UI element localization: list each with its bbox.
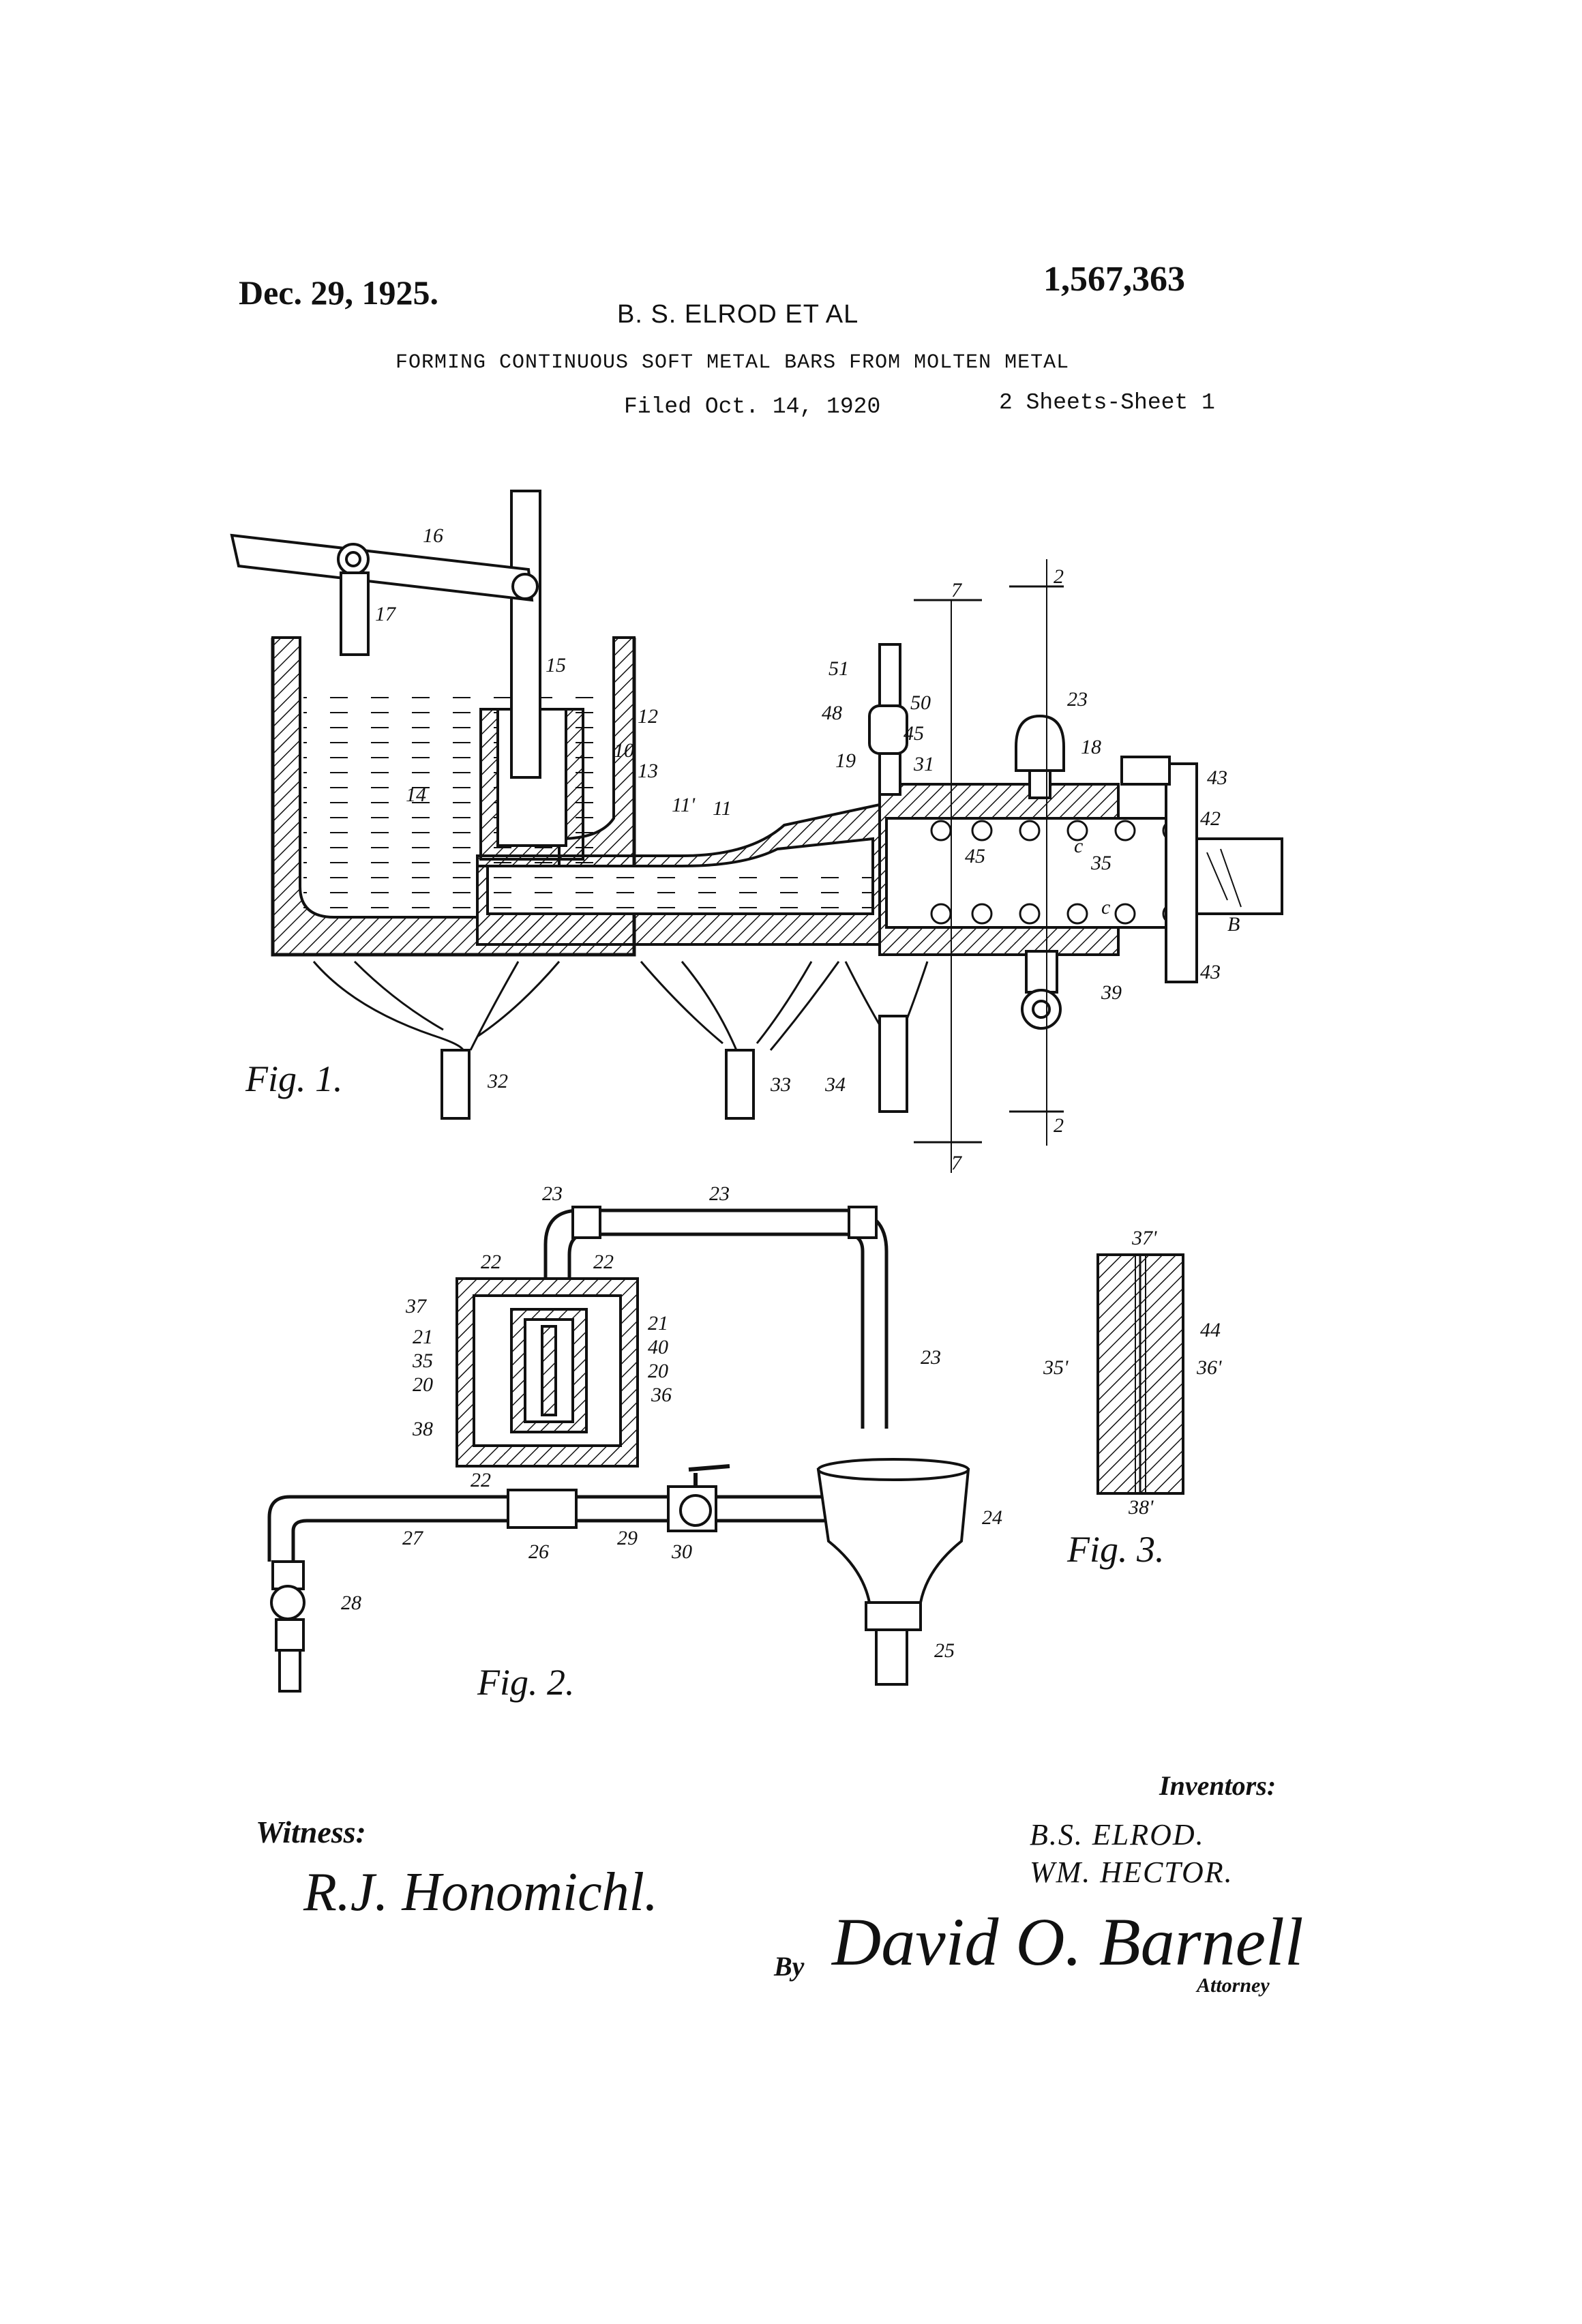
reference-numeral: 2 [1054,565,1064,588]
reference-numeral: 36' [1196,1356,1222,1379]
witness-heading: Witness: [256,1814,366,1850]
reference-numeral: 20 [413,1373,433,1396]
reference-numeral: 43 [1207,766,1227,789]
reference-numeral: 35' [1043,1356,1069,1379]
reference-numeral: 26 [528,1540,549,1563]
reference-numeral: 44 [1200,1319,1221,1341]
figure-2 [269,1207,968,1691]
reference-numeral: 17 [375,603,397,625]
reference-numeral: c [1101,896,1110,919]
metal-bar [1186,839,1282,914]
reference-numeral: 22 [481,1251,501,1273]
reference-numeral: 39 [1101,981,1122,1004]
lever [232,535,532,600]
reference-numeral: 28 [341,1592,361,1614]
inventor-1: B.S. ELROD. [1030,1817,1205,1852]
reference-numeral: 11' [672,794,696,816]
reference-numeral: 7 [951,579,963,601]
reference-numeral: 19 [835,749,856,772]
reference-numeral: 42 [1200,807,1221,830]
reference-numeral: 23 [709,1182,730,1205]
reference-numeral: 23 [921,1346,941,1369]
reference-numeral: 45 [904,722,924,745]
reference-numeral: 23 [542,1182,563,1205]
reference-numeral: 37' [1131,1227,1157,1249]
reference-numeral: 15 [546,654,566,676]
reference-numeral: 37 [405,1295,428,1317]
reference-numeral: 30 [671,1540,692,1563]
reference-numeral: 51 [829,657,849,680]
reference-numeral: B [1227,913,1240,936]
reference-numeral: 31 [913,753,934,775]
reference-numeral: 36 [651,1384,672,1406]
attorney-signature: David O. Barnell [832,1903,1304,1981]
reference-numeral: 23 [1067,688,1088,711]
figure-1 [232,491,1282,1173]
reference-numeral: 13 [638,760,658,782]
reference-numeral: 21 [413,1326,433,1348]
witness-signature: R.J. Honomichl. [303,1862,658,1924]
reference-numeral: 34 [824,1073,846,1096]
reference-numeral: 18 [1081,736,1101,758]
reference-numeral: 2 [1054,1114,1064,1137]
reference-numeral: 14 [406,784,426,806]
reference-numeral: 35 [412,1350,433,1372]
figure-3 [1098,1255,1183,1493]
reference-numeral: 40 [648,1336,668,1358]
reference-numeral: 29 [617,1527,638,1549]
reference-numeral: 16 [423,524,443,547]
reference-numeral: 25 [934,1639,955,1662]
reference-numeral: 50 [910,691,931,714]
figure-2-caption: Fig. 2. [477,1662,575,1703]
reference-numeral: 12 [638,705,658,728]
plunger-rod [511,491,540,777]
reference-numeral: 38 [412,1418,433,1440]
reference-numeral: 24 [982,1506,1002,1529]
funnel [818,1470,968,1603]
reference-numeral: 11 [713,797,732,820]
reference-numeral: 33 [770,1073,791,1096]
reference-numeral: 32 [487,1070,508,1092]
reference-numeral: 22 [593,1251,614,1273]
figure-1-caption: Fig. 1. [245,1058,343,1099]
inventor-2: WM. HECTOR. [1030,1855,1234,1890]
reference-numeral: 22 [471,1469,491,1491]
inventors-heading: Inventors: [1159,1770,1276,1802]
reference-numeral: c [1074,835,1083,857]
reference-numeral: 7 [951,1152,963,1174]
reference-numeral: 21 [648,1312,668,1335]
reference-numeral: 27 [402,1527,424,1549]
reference-numeral: 10 [614,739,634,762]
reference-numeral: 48 [822,702,842,724]
reference-numeral: 45 [965,845,985,867]
by-label: By [774,1950,804,1982]
reference-numeral: 38' [1128,1496,1154,1519]
reference-numeral: 35 [1090,852,1111,874]
reference-numeral: 20 [648,1360,668,1382]
reference-numeral: 43 [1200,961,1221,983]
figure-3-caption: Fig. 3. [1066,1529,1165,1570]
attorney-heading: Attorney [1197,1974,1270,1997]
